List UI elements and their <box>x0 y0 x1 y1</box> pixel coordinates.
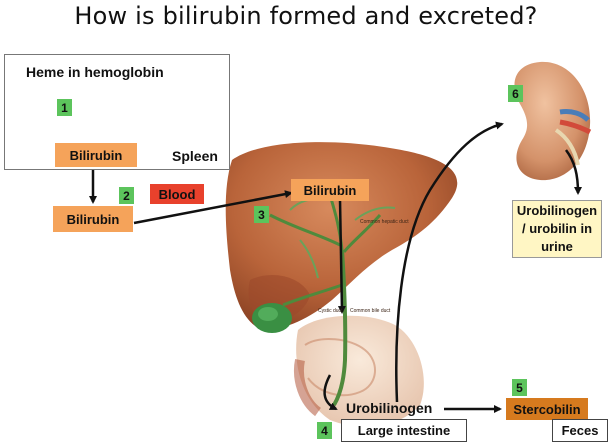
stercobilin-box: Stercobilin <box>506 398 588 420</box>
kidney-shape <box>514 61 592 181</box>
urine-box: Urobilinogen / urobilin in urine <box>512 200 602 258</box>
arrow-liver-down <box>337 198 346 314</box>
label-common-hepatic-duct: Common hepatic duct <box>360 219 409 225</box>
intestine-shape <box>294 315 424 427</box>
urine-line-2: / urobilin in <box>521 221 593 236</box>
spleen-bilirubin-box: Bilirubin <box>55 143 137 167</box>
spleen-label: Spleen <box>172 148 218 164</box>
arrow-kidney-to-urine <box>564 149 582 195</box>
blood-bilirubin-box: Bilirubin <box>53 206 133 232</box>
step-3-badge: 3 <box>254 206 269 223</box>
page-title: How is bilirubin formed and excreted? <box>74 2 538 30</box>
blood-tag: Blood <box>150 184 204 204</box>
arrow-blood-to-liver <box>133 190 293 225</box>
heme-label: Heme in hemoglobin <box>26 64 164 80</box>
feces-label: Feces <box>552 419 608 442</box>
urine-line-1: Urobilinogen <box>516 203 598 218</box>
step-2-badge: 2 <box>119 187 134 204</box>
liver-bilirubin-box: Bilirubin <box>291 179 369 201</box>
arrow-into-intestine <box>323 374 338 411</box>
label-cystic-duct: Cystic duct <box>318 308 343 314</box>
step-1-badge: 1 <box>57 99 72 116</box>
urobilinogen-label: Urobilinogen <box>346 400 433 416</box>
step-4-badge: 4 <box>317 422 332 439</box>
label-common-bile-duct: Common bile duct <box>350 308 391 314</box>
arrow-intestine-to-kidney <box>395 121 504 403</box>
large-intestine-label: Large intestine <box>341 419 467 442</box>
step-6-badge: 6 <box>508 85 523 102</box>
urine-line-3: urine <box>541 239 573 254</box>
step-5-badge: 5 <box>512 379 527 396</box>
